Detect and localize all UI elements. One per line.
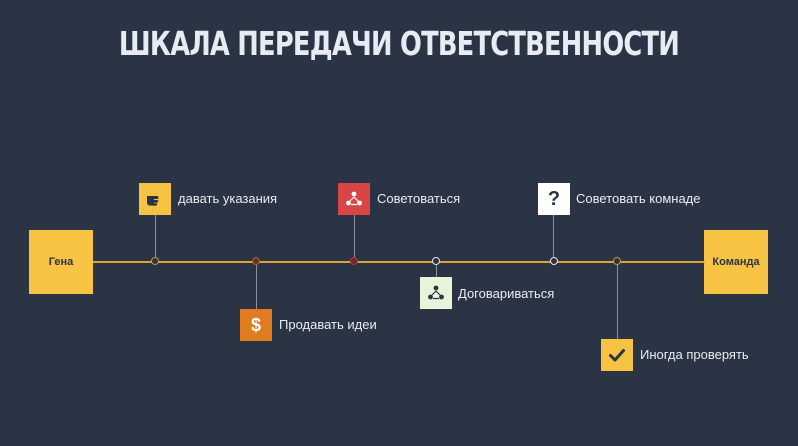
step-icon-box: $: [240, 309, 272, 341]
timeline-line: [93, 261, 705, 263]
connector-line: [354, 215, 355, 257]
checkmark-icon: [609, 349, 625, 362]
timeline-dot: [550, 257, 558, 265]
timeline-dot: [350, 257, 358, 265]
step-icon-box: [139, 183, 171, 215]
connector-line: [155, 215, 156, 257]
people-triangle-icon: [346, 191, 362, 206]
step-label: Советовать комнаде: [576, 191, 701, 206]
timeline-dot: [151, 257, 159, 265]
timeline-dot: [613, 257, 621, 265]
end-box: Команда: [704, 230, 768, 294]
step-icon-box: [420, 277, 452, 309]
question-icon: ?: [547, 187, 561, 210]
step-icon-box: [338, 183, 370, 215]
timeline-dot: [252, 257, 260, 265]
connector-line: [553, 215, 554, 257]
step-label: Советоваться: [377, 191, 461, 206]
connector-line: [436, 265, 437, 277]
step-icon-box: [601, 339, 633, 371]
page-title: ШКАЛА ПЕРЕДАЧИ ОТВЕТСТВЕННОСТИ: [118, 24, 680, 63]
people-triangle-icon: [428, 285, 444, 300]
start-box: Гена: [29, 230, 93, 294]
step-label: Продавать идеи: [279, 317, 377, 332]
step-label: давать указания: [178, 191, 278, 206]
connector-line: [617, 265, 618, 339]
connector-line: [256, 265, 257, 309]
pointing-hand-icon: [147, 196, 159, 206]
step-icon-box: ?: [538, 183, 570, 215]
step-label: Договариваться: [458, 286, 555, 301]
timeline-dot: [432, 257, 440, 265]
step-label: Иногда проверять: [640, 347, 749, 362]
dollar-icon: $: [250, 314, 261, 335]
